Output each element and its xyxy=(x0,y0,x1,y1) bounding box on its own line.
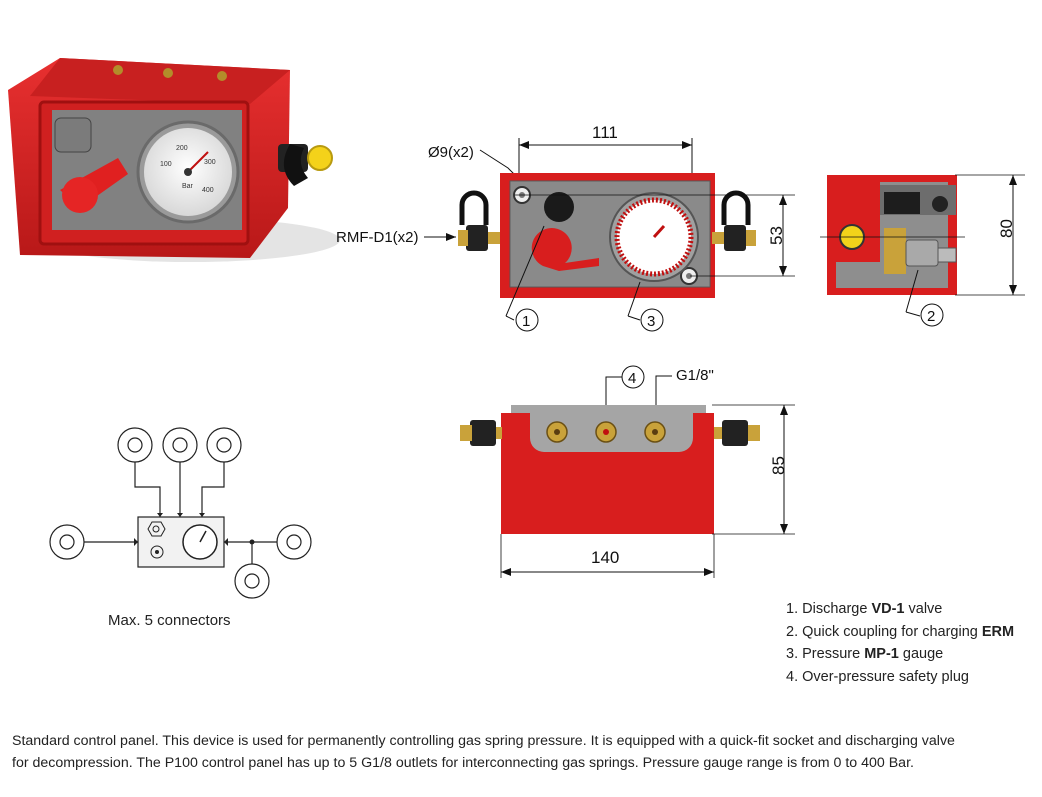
description-line-2: for decompression. The P100 control pane… xyxy=(12,754,914,771)
callout-3-circle xyxy=(640,308,664,332)
right-connector xyxy=(712,190,756,251)
gauge-unit: Bar xyxy=(182,183,194,190)
legend-item: 4. Over-pressure safety plug xyxy=(786,668,969,685)
top-view-drawing: 111 Ø9(x2) RMF-D1(x2) 53 1 xyxy=(336,123,795,332)
dim-top-width: 111 xyxy=(592,123,618,142)
callout-3: 3 xyxy=(647,313,655,330)
callout-1-circle xyxy=(515,308,539,332)
legend-item: 1. Discharge VD-1 valve xyxy=(786,601,943,617)
gauge-mark-300: 300 xyxy=(204,159,216,166)
callout-4: 4 xyxy=(628,370,636,387)
legend-item: 3. Pressure MP-1 gauge xyxy=(786,646,944,662)
product-photo: 100 200 300 400 Bar xyxy=(8,58,340,262)
schematic xyxy=(49,427,312,599)
description-line-1: Standard control panel. This device is u… xyxy=(12,733,955,749)
gauge-mark-100: 100 xyxy=(160,161,172,168)
dim-height-53: 53 xyxy=(767,226,786,245)
front-view-drawing: 4 G1/8" 85 140 xyxy=(460,365,795,578)
legend-item: 2. Quick coupling for charging ERM xyxy=(786,623,1015,640)
connector-label: RMF-D1(x2) xyxy=(336,229,419,246)
dim-front-width: 140 xyxy=(591,548,619,567)
callout-2: 2 xyxy=(927,308,935,325)
gauge-mark-200: 200 xyxy=(176,145,188,152)
schematic-caption: Max. 5 connectors xyxy=(108,612,231,629)
left-connector xyxy=(458,190,500,251)
side-view-drawing: 80 2 xyxy=(820,174,1025,327)
gauge-mark-400: 400 xyxy=(202,187,214,194)
thread-label: G1/8" xyxy=(676,367,714,384)
callout-1: 1 xyxy=(522,313,530,330)
photo-gauge: 100 200 300 400 Bar xyxy=(136,120,240,224)
callout-2-circle xyxy=(920,303,944,327)
dim-height-85: 85 xyxy=(769,456,788,475)
parts-legend: 1. Discharge VD-1 valve 2. Quick couplin… xyxy=(786,598,1014,688)
dim-hole-label: Ø9(x2) xyxy=(428,144,474,161)
dim-depth-80: 80 xyxy=(997,219,1016,238)
product-description: Standard control panel. This device is u… xyxy=(12,731,1032,774)
